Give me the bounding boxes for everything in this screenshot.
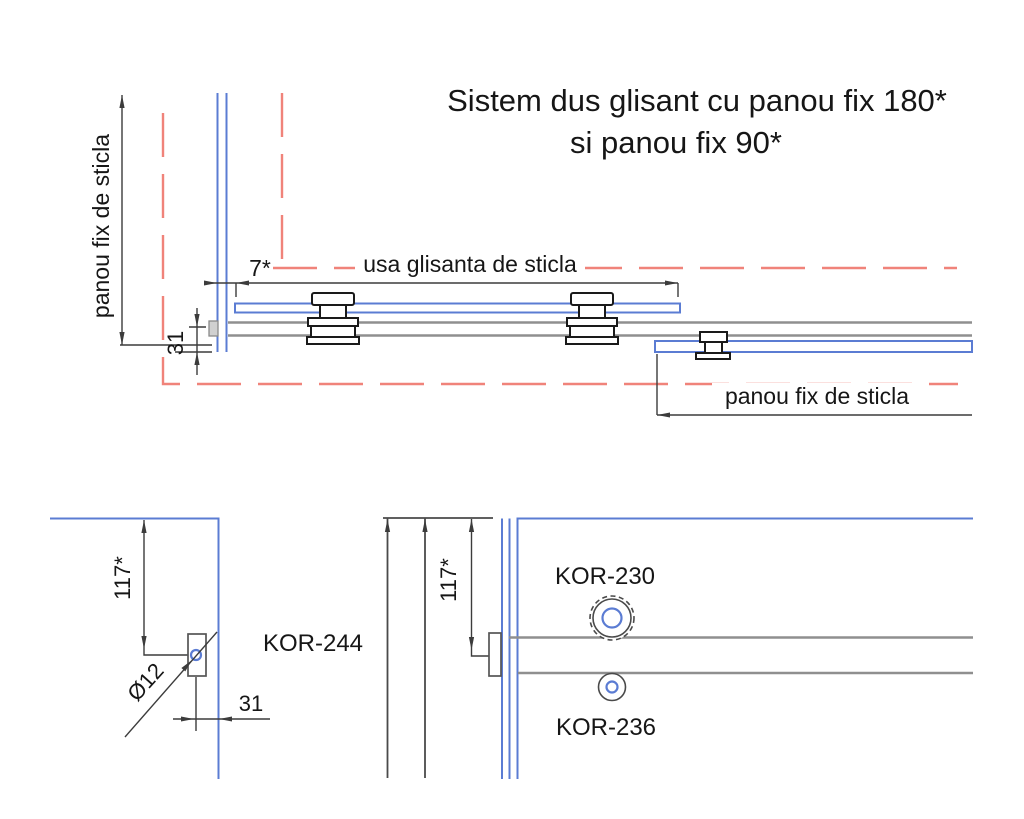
glass-panels-edge-view (501, 517, 973, 779)
page-title-line2: si panou fix 90* (570, 125, 782, 160)
kor-236-label: KOR-236 (556, 714, 656, 741)
dim-31-plan-label: 31 (163, 331, 188, 355)
door-label-background (355, 251, 585, 278)
door-roller-left (306, 292, 360, 345)
dimension-117-right (468, 519, 491, 657)
kor-236-guide (597, 672, 627, 702)
dimension-right-panel (656, 354, 972, 418)
wall-dashed-line-left-corner (161, 113, 958, 386)
dimension-117-left (141, 520, 192, 656)
dim-7-label: 7* (249, 255, 271, 281)
kor-230-roller (589, 595, 635, 641)
panel-clamp-block (208, 320, 219, 337)
dim-117-left-label: 117* (110, 556, 135, 600)
dim-117-right-label: 117* (436, 558, 461, 602)
diameter-leader (124, 631, 218, 738)
detail-kor-244 (50, 517, 270, 779)
left-panel-label: panou fix de sticla (88, 134, 114, 318)
door-roller-right (565, 292, 619, 345)
glass-corner-outline (50, 517, 220, 779)
kor-230-label: KOR-230 (555, 563, 655, 590)
kor-244-label: KOR-244 (263, 630, 363, 657)
section-extension-lines (386, 518, 426, 778)
detail-kor-230-236 (383, 517, 973, 779)
fixed-panel-180-glass (654, 340, 973, 353)
door-label: usa glisanta de sticla (363, 251, 577, 277)
diameter-label: Ø12 (122, 658, 168, 706)
page-title-line1: Sistem dus glisant cu panou fix 180* (447, 83, 947, 118)
dimension-door-width (204, 280, 679, 297)
fixed-panel-90-glass (216, 93, 228, 352)
right-panel-label-background (712, 383, 922, 408)
dimension-31-plan (175, 308, 212, 375)
wall-profile-fitting (488, 632, 502, 677)
plan-view (119, 93, 973, 418)
dimension-left-panel (119, 95, 212, 346)
sliding-door-glass (234, 302, 681, 314)
fixed-panel-clamp (695, 331, 731, 360)
rail-section-lines (509, 636, 973, 675)
right-panel-label: panou fix de sticla (725, 383, 909, 409)
dimension-31-detail (173, 677, 270, 731)
dim-31-detail-label: 31 (239, 691, 263, 716)
